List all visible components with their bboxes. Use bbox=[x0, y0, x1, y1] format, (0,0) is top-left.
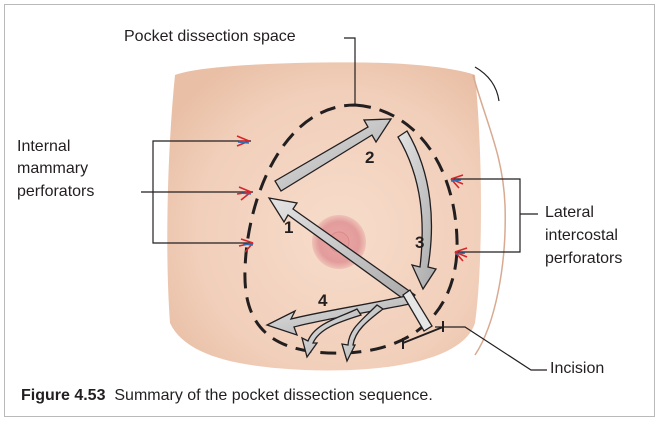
internal-label-line-3: perforators bbox=[17, 182, 94, 202]
figure-caption: Figure 4.53 Summary of the pocket dissec… bbox=[21, 387, 433, 405]
lateral-label-line-1: Lateral bbox=[545, 203, 594, 223]
caption-text: Summary of the pocket dissection sequenc… bbox=[114, 387, 432, 404]
caption-number: Figure 4.53 bbox=[21, 387, 105, 404]
step-label-2: 2 bbox=[365, 148, 374, 168]
internal-label-line-2: mammary bbox=[17, 159, 88, 179]
lateral-label-line-3: perforators bbox=[545, 249, 622, 269]
figure-panel: Pocket dissection space Internal mammary… bbox=[4, 4, 655, 417]
step-label-4: 4 bbox=[318, 291, 327, 311]
internal-label-line-1: Internal bbox=[17, 137, 70, 157]
step-label-1: 1 bbox=[284, 218, 293, 238]
lateral-label-line-2: intercostal bbox=[545, 226, 618, 246]
step-label-3: 3 bbox=[415, 233, 424, 253]
incision-label: Incision bbox=[550, 359, 604, 379]
pocket-space-label: Pocket dissection space bbox=[124, 27, 296, 47]
